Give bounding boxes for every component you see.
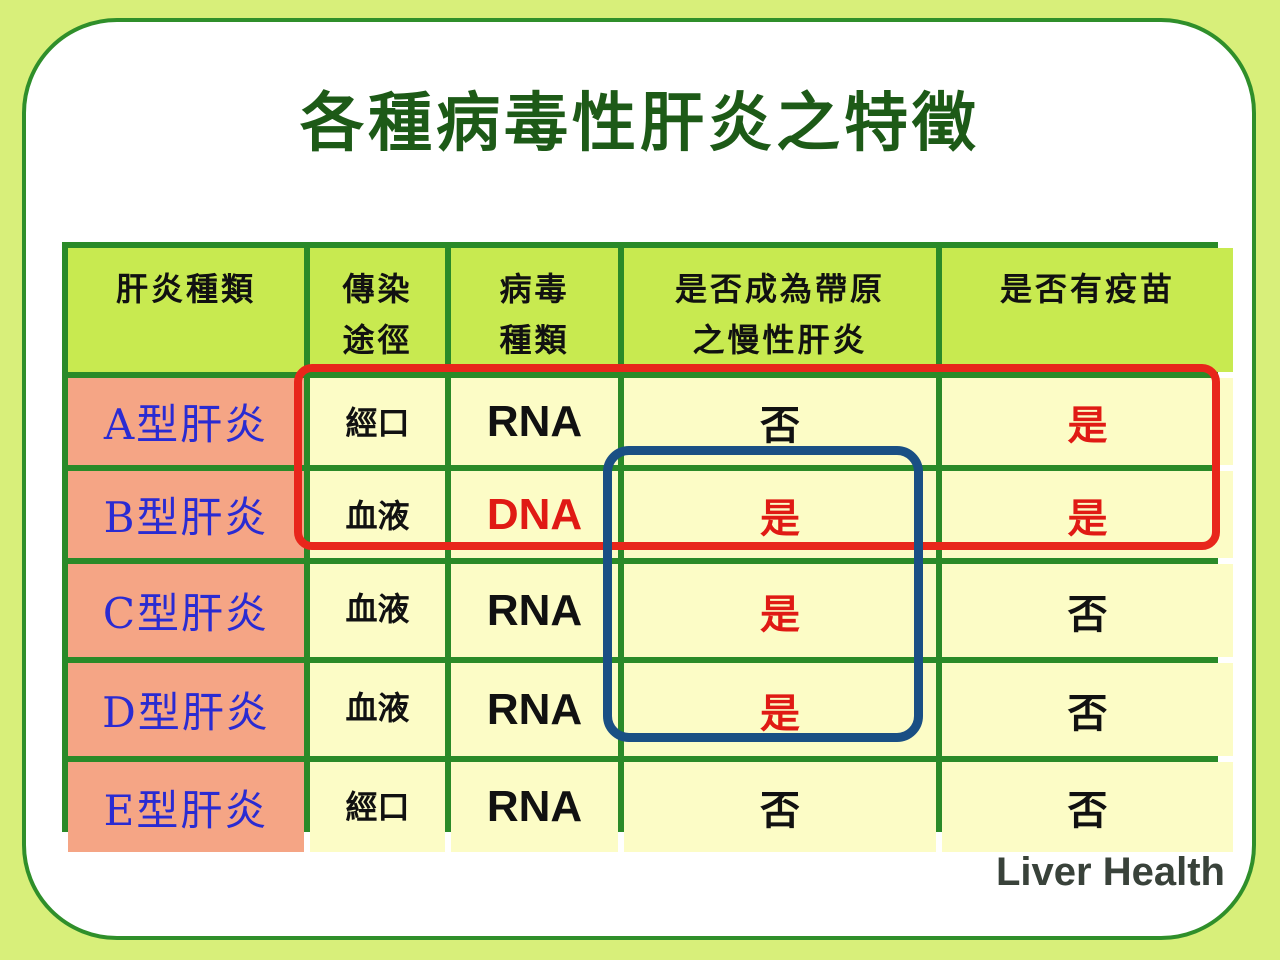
row-c-type: C型肝炎 bbox=[68, 564, 304, 657]
page-title: 各種病毒性肝炎之特徵 bbox=[300, 86, 980, 161]
row-c-virus: RNA bbox=[451, 564, 618, 657]
row-a-route: 經口 bbox=[310, 378, 445, 465]
header-type: 肝炎種類 bbox=[68, 248, 304, 372]
row-c-route: 血液 bbox=[310, 564, 445, 657]
row-e-vaccine: 否 bbox=[942, 762, 1233, 852]
row-e-route: 經口 bbox=[310, 762, 445, 852]
row-c-chronic: 是 bbox=[624, 564, 936, 657]
header-chronic: 是否成為帶原之慢性肝炎 bbox=[624, 248, 936, 372]
row-a-virus: RNA bbox=[451, 378, 618, 465]
row-e-type: E型肝炎 bbox=[68, 762, 304, 852]
brand-logo-text: Liver Health bbox=[996, 850, 1225, 894]
row-a-type: A型肝炎 bbox=[68, 378, 304, 465]
hepatitis-table: 肝炎種類 傳染途徑 病毒種類 是否成為帶原之慢性肝炎 是否有疫苗 A型肝炎 經口… bbox=[62, 242, 1233, 852]
row-b-type: B型肝炎 bbox=[68, 471, 304, 558]
header-vaccine: 是否有疫苗 bbox=[942, 248, 1233, 372]
highlight-ab-rows bbox=[294, 364, 1220, 550]
row-d-virus: RNA bbox=[451, 663, 618, 756]
row-d-route: 血液 bbox=[310, 663, 445, 756]
row-a-vaccine: 是 bbox=[942, 378, 1233, 465]
row-d-vaccine: 否 bbox=[942, 663, 1233, 756]
row-d-type: D型肝炎 bbox=[68, 663, 304, 756]
row-e-virus: RNA bbox=[451, 762, 618, 852]
row-e-chronic: 否 bbox=[624, 762, 936, 852]
row-c-vaccine: 否 bbox=[942, 564, 1233, 657]
highlight-chronic-bcd bbox=[603, 446, 923, 742]
header-virus: 病毒種類 bbox=[451, 248, 618, 372]
header-route: 傳染途徑 bbox=[310, 248, 445, 372]
